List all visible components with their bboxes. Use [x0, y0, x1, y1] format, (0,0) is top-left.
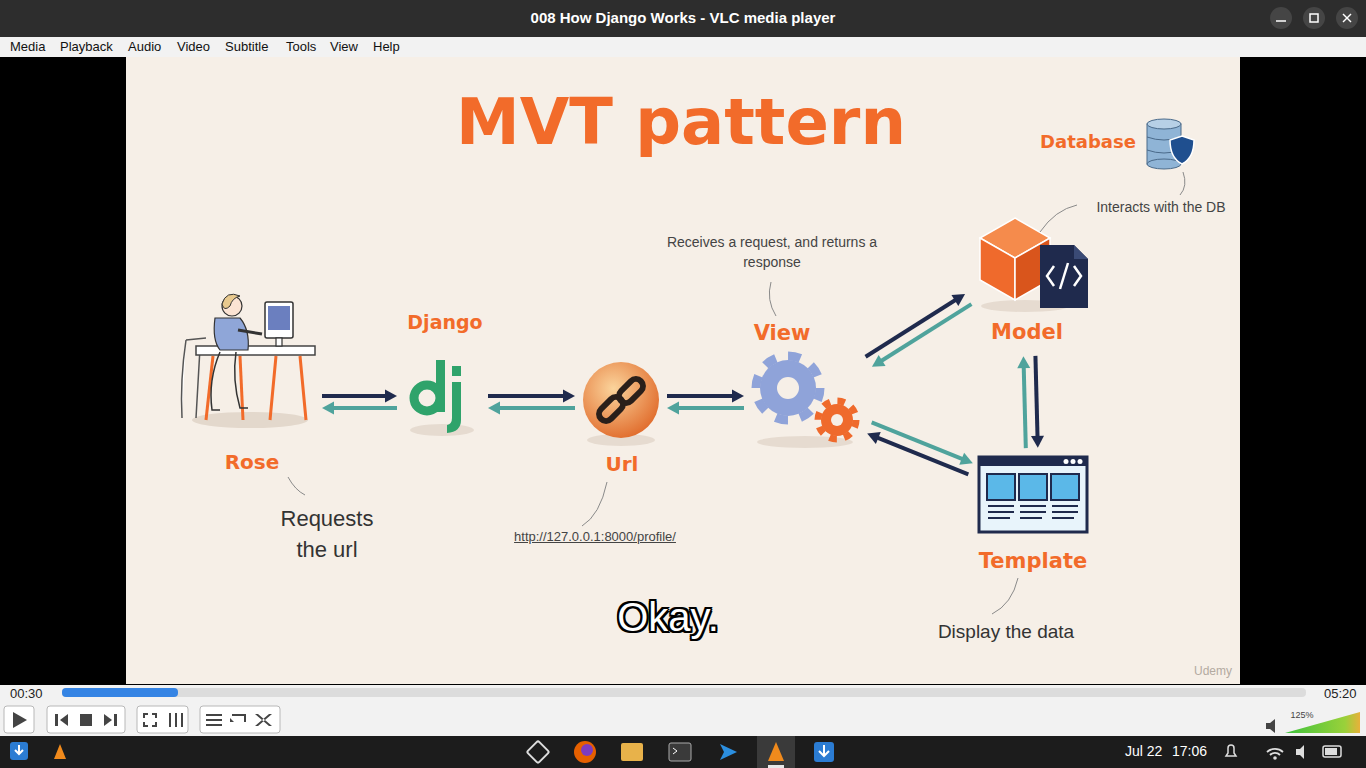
node-heading: Rose: [225, 450, 280, 474]
diagram-title: MVT pattern: [456, 84, 906, 160]
control-icons: [13, 712, 272, 728]
volume-level: 125%: [1290, 710, 1313, 720]
flow-arrow: [488, 402, 575, 415]
node-caption: Requests the url: [272, 503, 382, 565]
subtitle-text: Okay.: [617, 594, 719, 640]
arrow-shaft: [488, 394, 566, 398]
view-node: ViewReceives a request, and returns a re…: [752, 352, 862, 445]
template-icon: [979, 457, 1087, 532]
callout-note: Receives a request, and returns a respon…: [650, 232, 895, 272]
node-heading: Template: [979, 549, 1087, 574]
django-logo: [410, 360, 474, 436]
menu-item: Playback: [60, 39, 113, 55]
node-heading: Url: [606, 452, 639, 476]
arrow-head: [667, 402, 679, 415]
arrow-head: [1031, 436, 1044, 448]
arrow-head: [732, 390, 744, 403]
menu-item: Tools: [286, 39, 316, 55]
arrow-shaft: [331, 406, 397, 410]
window-title: 008 How Django Works - VLC media player: [531, 9, 836, 27]
slide-background: [126, 57, 1240, 684]
arrow-head: [1017, 356, 1030, 368]
flow-arrow: [872, 304, 971, 367]
menu-item: Audio: [128, 39, 161, 55]
arrow-shaft: [322, 394, 388, 398]
taskbar-icons: [10, 736, 1341, 768]
menu-item: Help: [373, 39, 400, 55]
video-area: [0, 57, 1366, 685]
user-node: RoseRequests the url: [178, 290, 314, 422]
menu-bar: [0, 37, 1366, 57]
node-heading: View: [754, 321, 811, 346]
taskbar: [0, 736, 1366, 768]
flow-arrow: [866, 294, 965, 357]
gear-icon: [756, 356, 856, 448]
taskbar-date: Jul 22: [1125, 743, 1162, 760]
control-bar: [0, 685, 1366, 736]
arrow-head: [867, 432, 881, 444]
django-node: Django: [405, 338, 480, 436]
flow-arrow: [322, 402, 397, 415]
node-caption: Display the data: [938, 620, 1074, 643]
seek-progress: [62, 688, 178, 697]
menu-item: Media: [10, 39, 45, 55]
flow-arrow: [667, 390, 744, 403]
arrow-head: [951, 294, 965, 306]
url-text: http://127.0.0.1:8000/profile/: [514, 529, 676, 545]
arrow-shaft: [866, 299, 958, 357]
link-icon: [583, 362, 659, 446]
flow-arrow: [1031, 356, 1044, 448]
taskbar-clock: 17:06: [1172, 743, 1207, 760]
database-node: Database: [1143, 118, 1197, 170]
person-illustration: [182, 294, 316, 428]
model-icon: [980, 218, 1088, 312]
flow-arrow: [667, 402, 744, 415]
database-icon: [1147, 119, 1194, 169]
window-buttons: [1270, 7, 1358, 29]
leader-line: [288, 172, 1185, 614]
arrow-head: [872, 355, 886, 367]
node-heading: Model: [991, 320, 1063, 345]
time-elapsed: 00:30: [10, 686, 43, 701]
arrow-shaft: [880, 304, 972, 362]
control-buttons: [4, 706, 280, 733]
arrow-shaft: [876, 437, 969, 474]
menu-item: View: [330, 39, 358, 55]
flow-arrow: [867, 432, 968, 474]
url-node: Urlhttp://127.0.0.1:8000/profile/: [583, 362, 659, 438]
arrow-shaft: [676, 406, 744, 410]
arrow-head: [959, 453, 973, 465]
flow-arrow: [1017, 356, 1030, 448]
arrow-shaft: [667, 394, 735, 398]
callout-note: Interacts with the DB: [1096, 199, 1225, 216]
menu-item: Subtitle: [225, 39, 268, 55]
time-total: 05:20: [1324, 686, 1357, 701]
title-bar: [0, 0, 1366, 37]
menu-item: Video: [177, 39, 210, 55]
flow-arrow: [488, 390, 575, 403]
template-node: TemplateDisplay the data: [978, 456, 1090, 534]
model-node: Model: [975, 215, 1090, 348]
arrow-head: [385, 390, 397, 403]
node-heading: Django: [407, 311, 482, 334]
seek-track: [62, 688, 1306, 697]
arrow-shaft: [1035, 356, 1037, 439]
watermark: Udemy: [1194, 664, 1232, 678]
arrow-head: [322, 402, 334, 415]
arrow-shaft: [1024, 365, 1026, 448]
flow-arrow: [322, 390, 397, 403]
arrow-head: [563, 390, 575, 403]
node-heading: Database: [1040, 131, 1136, 153]
arrow-shaft: [497, 406, 575, 410]
arrow-head: [488, 402, 500, 415]
